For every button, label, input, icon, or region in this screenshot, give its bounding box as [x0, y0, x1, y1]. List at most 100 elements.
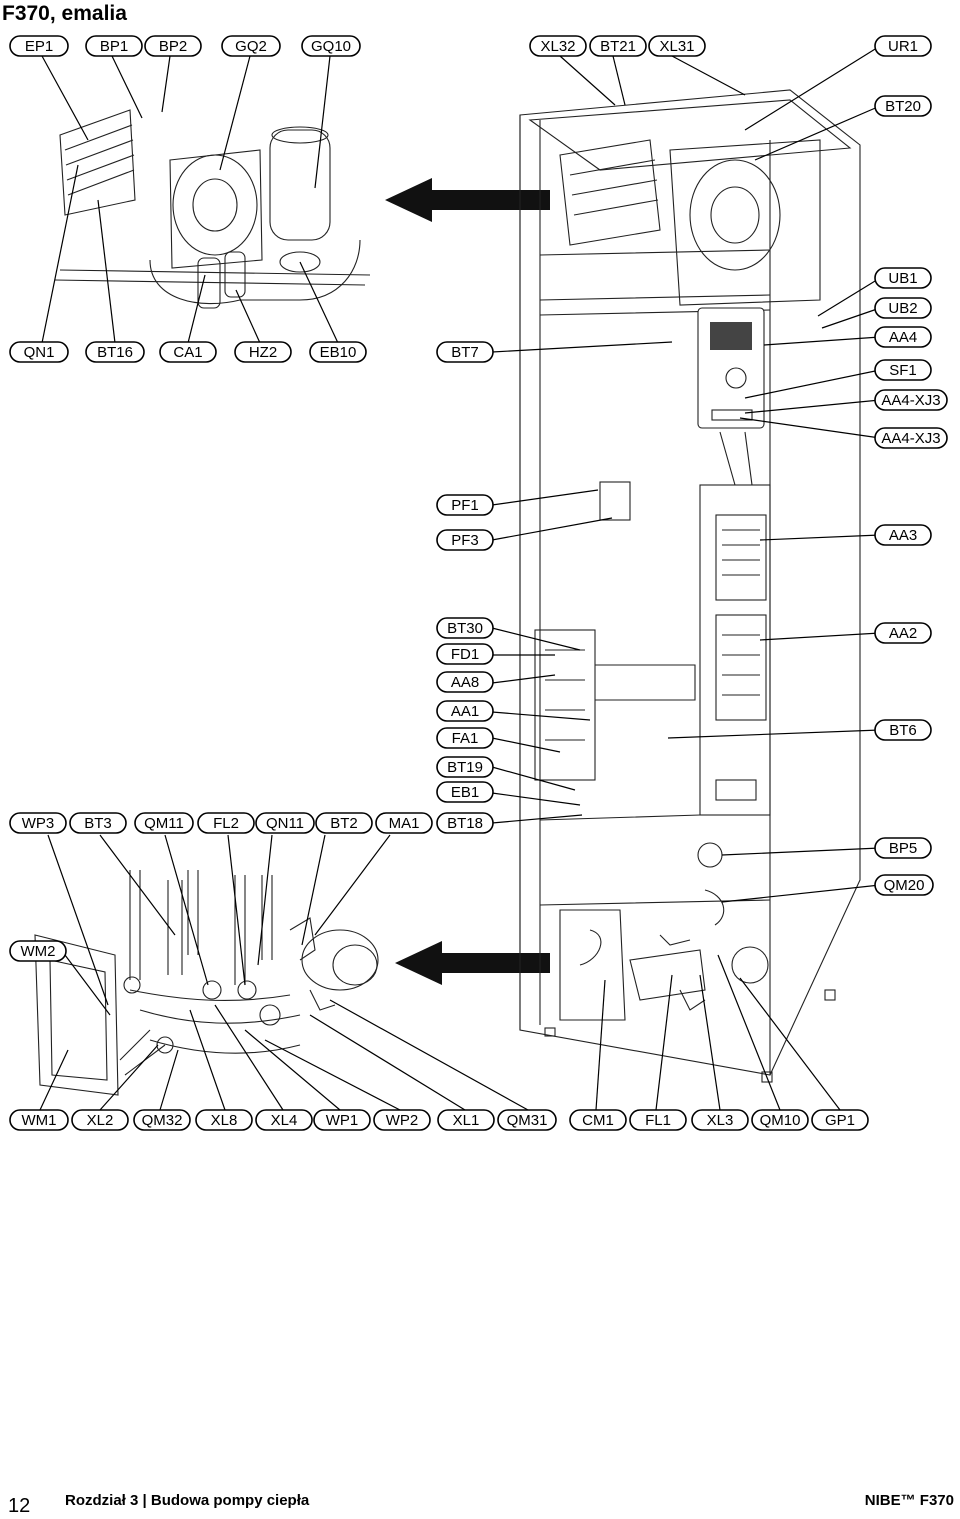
label-text: AA1 [451, 703, 479, 720]
label-text: BT2 [330, 815, 358, 832]
component-label: AA3 [874, 524, 932, 546]
component-label: XL31 [648, 35, 706, 57]
label-pill [195, 1109, 253, 1131]
label-text: FL1 [645, 1112, 671, 1129]
component-label: AA1 [436, 700, 494, 722]
label-text: XL31 [659, 38, 694, 55]
label-text: BT18 [447, 815, 483, 832]
label-text: BT7 [451, 344, 479, 361]
label-pill [255, 1109, 313, 1131]
product-name: NIBE™ F370 [864, 1492, 954, 1509]
label-text: AA3 [889, 527, 917, 544]
label-pill [436, 727, 494, 749]
component-label: SF1 [874, 359, 932, 381]
component-label: WP1 [313, 1109, 371, 1131]
label-text: BP1 [100, 38, 128, 55]
component-label: BP2 [144, 35, 202, 57]
label-pill [9, 1109, 69, 1131]
label-pill [9, 341, 69, 363]
component-label: QM11 [134, 812, 194, 834]
label-pill [9, 940, 67, 962]
label-pill [529, 35, 587, 57]
component-label: AA2 [874, 622, 932, 644]
component-label: PF3 [436, 529, 494, 551]
label-pill [255, 812, 315, 834]
label-text: EB10 [320, 344, 357, 361]
label-pill [436, 781, 494, 803]
page-number: 12 [8, 1495, 31, 1517]
component-label: AA4 [874, 326, 932, 348]
label-text: AA4-XJ3 [881, 430, 940, 447]
component-label: BP1 [85, 35, 143, 57]
component-label: AA4-XJ3 [874, 427, 948, 449]
label-text: FA1 [452, 730, 479, 747]
component-label: BT20 [874, 95, 932, 117]
component-label: MA1 [375, 812, 433, 834]
component-label: XL1 [437, 1109, 495, 1131]
label-pill [375, 812, 433, 834]
component-label: BT6 [874, 719, 932, 741]
label-pill [874, 389, 948, 411]
label-pill [436, 494, 494, 516]
component-label: XL3 [691, 1109, 749, 1131]
label-pill [436, 529, 494, 551]
label-text: XL3 [707, 1112, 734, 1129]
label-text: FL2 [213, 815, 239, 832]
label-pill [589, 35, 647, 57]
label-text: BP2 [159, 38, 187, 55]
label-text: PF1 [451, 497, 479, 514]
component-label: UB1 [874, 267, 932, 289]
label-pill [85, 341, 145, 363]
component-label: CM1 [569, 1109, 627, 1131]
chapter-title: Rozdział 3 | Budowa pompy ciepła [65, 1492, 310, 1509]
label-pill [436, 812, 494, 834]
label-pill [436, 756, 494, 778]
component-label: BT19 [436, 756, 494, 778]
label-text: WP3 [22, 815, 55, 832]
label-pill [874, 359, 932, 381]
label-text: XL8 [211, 1112, 238, 1129]
component-label: FD1 [436, 643, 494, 665]
label-text: BT6 [889, 722, 917, 739]
component-label: QN11 [255, 812, 315, 834]
component-label: AA4-XJ3 [874, 389, 948, 411]
component-label: BT3 [69, 812, 127, 834]
component-label: FL2 [197, 812, 255, 834]
component-label: PF1 [436, 494, 494, 516]
label-text: WM2 [21, 943, 56, 960]
label-text: QN11 [266, 815, 304, 832]
label-pill [144, 35, 202, 57]
label-text: WM1 [22, 1112, 57, 1129]
label-text: FD1 [451, 646, 479, 663]
label-text: AA2 [889, 625, 917, 642]
label-text: AA8 [451, 674, 479, 691]
label-text: XL2 [87, 1112, 114, 1129]
label-pill [436, 643, 494, 665]
label-text: QM32 [142, 1112, 183, 1129]
component-label: AA8 [436, 671, 494, 693]
label-pill [874, 524, 932, 546]
component-label: GP1 [811, 1109, 869, 1131]
component-label: BT2 [315, 812, 373, 834]
label-pill [874, 874, 934, 896]
label-text: BT16 [97, 344, 133, 361]
component-diagram: EP1BP1BP2GQ2GQ10XL32BT21XL31UR1BT20UB1UB… [9, 35, 948, 1131]
component-label: XL32 [529, 35, 587, 57]
label-pill [629, 1109, 687, 1131]
component-label: QN1 [9, 341, 69, 363]
label-pill [69, 812, 127, 834]
component-label: FL1 [629, 1109, 687, 1131]
label-pill [874, 719, 932, 741]
label-pill [874, 267, 932, 289]
component-label: WM2 [9, 940, 67, 962]
label-pill [313, 1109, 371, 1131]
label-text: EB1 [451, 784, 479, 801]
label-pill [133, 1109, 191, 1131]
label-pill [437, 1109, 495, 1131]
fan-module-drawing [54, 109, 371, 309]
label-pill [373, 1109, 431, 1131]
label-text: WP2 [386, 1112, 419, 1129]
cabinet-drawing [519, 89, 861, 1083]
label-text: UR1 [888, 38, 918, 55]
label-pill [436, 700, 494, 722]
